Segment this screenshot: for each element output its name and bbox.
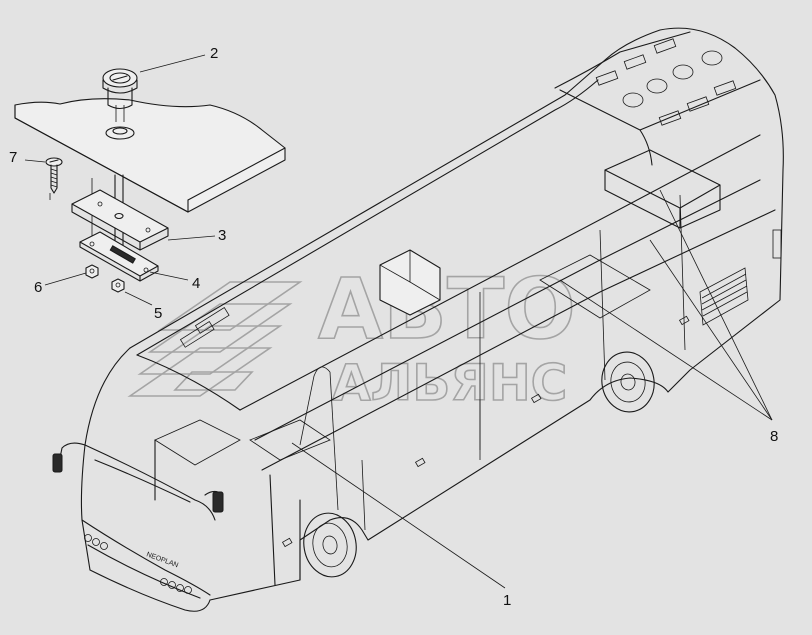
callout-5: 5 <box>154 305 162 322</box>
callout-1: 1 <box>503 592 511 609</box>
callout-2: 2 <box>210 45 218 62</box>
leader-1 <box>291 442 506 589</box>
mirrors <box>52 442 224 513</box>
watermark-line1: АВТО <box>318 260 576 358</box>
leader-5 <box>124 291 153 306</box>
leader-8a <box>659 189 773 421</box>
leader-lines <box>24 54 773 589</box>
bus-body: NEOPLAN <box>52 27 784 612</box>
headlights <box>84 534 192 594</box>
detail-assembly <box>14 68 286 293</box>
screw <box>45 157 63 200</box>
watermark: АВТО АЛЬЯНС <box>127 259 577 413</box>
callout-3: 3 <box>218 227 226 244</box>
leader-4 <box>149 271 189 281</box>
leader-6 <box>44 272 87 286</box>
interior-cutaway <box>154 149 721 501</box>
leader-8c <box>559 279 773 421</box>
watermark-line2: АЛЬЯНС <box>332 354 567 412</box>
bus-badge: NEOPLAN <box>145 551 179 569</box>
callout-8: 8 <box>770 428 778 445</box>
lock-cylinder <box>102 68 138 140</box>
callout-labels: 2 3 4 5 6 7 1 8 <box>9 45 778 609</box>
nut-5 <box>111 278 125 293</box>
leader-8b <box>649 239 773 421</box>
roof-hatches <box>179 38 737 348</box>
nut-6 <box>85 264 99 279</box>
leader-3 <box>167 235 216 241</box>
callout-7: 7 <box>9 149 17 166</box>
latch-plate <box>79 231 159 282</box>
leader-2 <box>139 54 206 73</box>
bracket-plate <box>71 189 169 251</box>
callout-6: 6 <box>34 279 42 296</box>
leader-7 <box>24 159 46 163</box>
rear-grille <box>699 229 782 326</box>
rear-wheel <box>601 351 655 413</box>
callout-4: 4 <box>192 275 200 292</box>
front-wheel <box>303 512 357 578</box>
